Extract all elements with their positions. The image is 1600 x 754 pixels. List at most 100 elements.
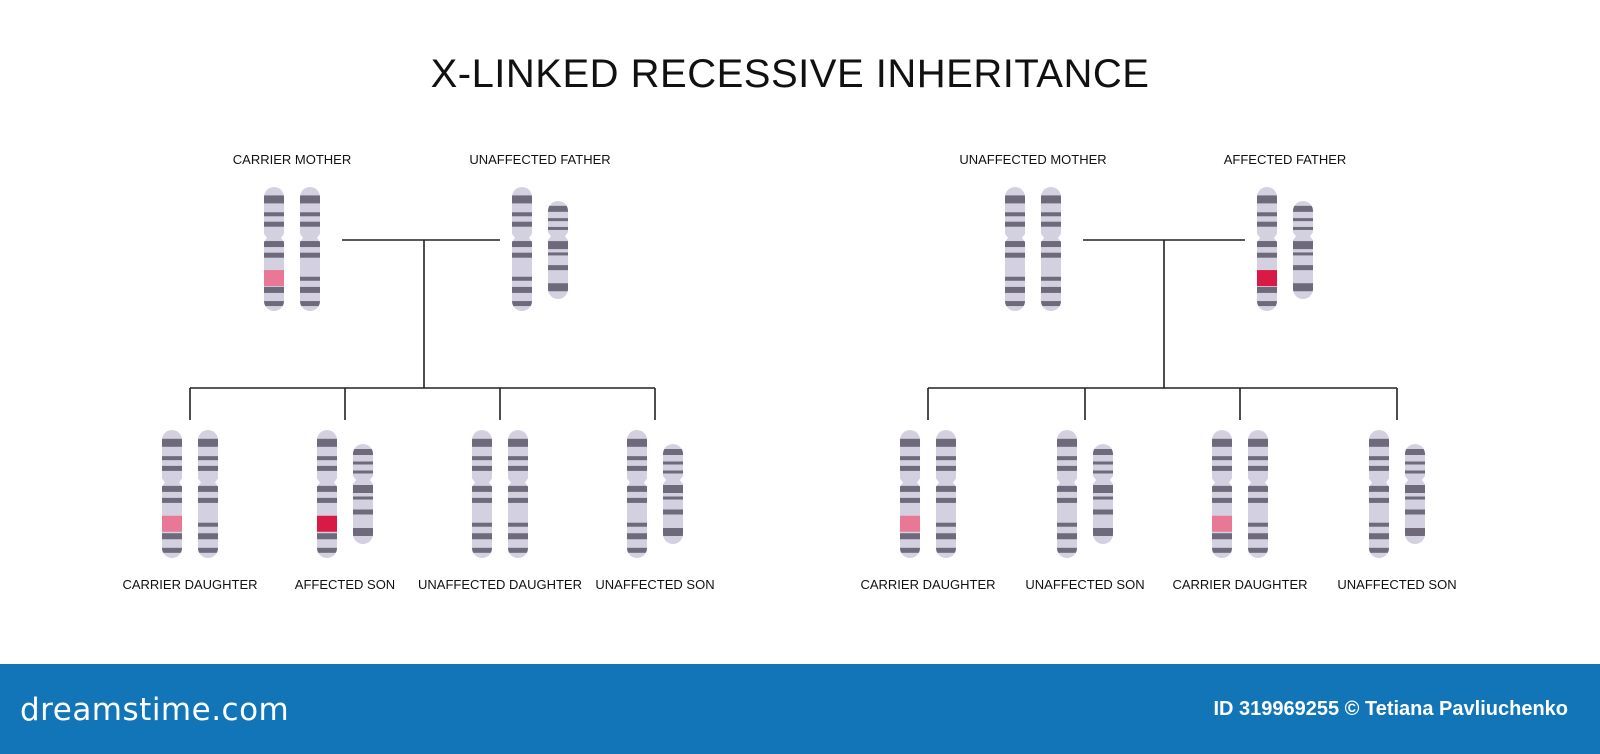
band bbox=[198, 533, 218, 540]
band bbox=[1005, 195, 1025, 204]
band bbox=[512, 286, 532, 293]
x-chromosome bbox=[198, 430, 218, 558]
band bbox=[1405, 485, 1425, 493]
band bbox=[472, 485, 492, 492]
brand-logo[interactable]: dreamstime.com bbox=[20, 692, 290, 728]
band bbox=[1041, 221, 1061, 227]
band bbox=[1057, 497, 1077, 503]
band bbox=[353, 485, 373, 493]
band bbox=[353, 449, 373, 455]
band bbox=[1212, 497, 1232, 503]
band bbox=[317, 533, 337, 540]
parent-label: CARRIER MOTHER bbox=[233, 152, 351, 167]
band bbox=[663, 470, 683, 474]
chromatid bbox=[353, 444, 373, 544]
band bbox=[1405, 509, 1425, 515]
band bbox=[508, 465, 528, 471]
x-chromosome bbox=[936, 430, 956, 558]
band bbox=[1093, 470, 1113, 474]
band bbox=[264, 241, 284, 248]
band bbox=[1293, 283, 1313, 292]
band bbox=[1093, 485, 1113, 493]
band bbox=[663, 509, 683, 515]
x-chromosome bbox=[1248, 430, 1268, 558]
band bbox=[1293, 252, 1313, 256]
band bbox=[1212, 465, 1232, 471]
x-chromosome bbox=[1212, 430, 1232, 558]
band bbox=[1041, 286, 1061, 293]
chromatid bbox=[1405, 444, 1425, 544]
band bbox=[1369, 485, 1389, 492]
child-label: UNAFFECTED DAUGHTER bbox=[418, 577, 582, 592]
band bbox=[1005, 301, 1025, 307]
band bbox=[264, 252, 284, 258]
band bbox=[900, 497, 920, 503]
child-label: UNAFFECTED SON bbox=[595, 577, 714, 592]
band bbox=[1093, 461, 1113, 465]
band bbox=[317, 497, 337, 503]
band bbox=[1212, 533, 1232, 540]
band bbox=[508, 456, 528, 461]
gene-marker bbox=[900, 515, 920, 532]
band bbox=[1405, 461, 1425, 465]
child-label: CARRIER DAUGHTER bbox=[1172, 577, 1307, 592]
band bbox=[1248, 465, 1268, 471]
band bbox=[1093, 449, 1113, 455]
band bbox=[1369, 547, 1389, 553]
x-chromosome bbox=[1369, 430, 1389, 558]
band bbox=[472, 533, 492, 540]
band bbox=[198, 465, 218, 471]
band bbox=[162, 533, 182, 540]
band bbox=[548, 283, 568, 292]
band bbox=[512, 195, 532, 204]
child-label: AFFECTED SON bbox=[295, 577, 395, 592]
band bbox=[1005, 252, 1025, 258]
x-chromosome bbox=[512, 187, 532, 311]
child-label: CARRIER DAUGHTER bbox=[122, 577, 257, 592]
band bbox=[1293, 205, 1313, 212]
band bbox=[936, 547, 956, 553]
band bbox=[508, 533, 528, 540]
band bbox=[264, 212, 284, 217]
band bbox=[900, 438, 920, 447]
x-chromosome bbox=[1005, 187, 1025, 311]
band bbox=[1041, 195, 1061, 204]
band bbox=[548, 265, 568, 271]
x-chromosome bbox=[1041, 187, 1061, 311]
y-chromosome bbox=[1405, 444, 1425, 544]
band bbox=[1041, 241, 1061, 248]
band bbox=[198, 485, 218, 492]
band bbox=[353, 509, 373, 515]
band bbox=[936, 497, 956, 503]
band bbox=[472, 522, 492, 527]
y-chromosome bbox=[1293, 201, 1313, 299]
band bbox=[512, 221, 532, 227]
footer-bar: dreamstime.com ID 319969255 © Tetiana Pa… bbox=[0, 664, 1600, 754]
band bbox=[1057, 533, 1077, 540]
y-chromosome bbox=[1093, 444, 1113, 544]
band bbox=[1293, 226, 1313, 230]
x-chromosome bbox=[900, 430, 920, 558]
band bbox=[1057, 485, 1077, 492]
band bbox=[198, 497, 218, 503]
band bbox=[1057, 465, 1077, 471]
band bbox=[1041, 301, 1061, 307]
band bbox=[627, 456, 647, 461]
band bbox=[508, 497, 528, 503]
chromatid bbox=[1293, 201, 1313, 299]
band bbox=[1369, 497, 1389, 503]
band bbox=[162, 456, 182, 461]
band bbox=[508, 438, 528, 447]
band bbox=[198, 522, 218, 527]
band bbox=[300, 276, 320, 281]
band bbox=[1369, 438, 1389, 447]
band bbox=[1248, 547, 1268, 553]
parent-label: AFFECTED FATHER bbox=[1224, 152, 1347, 167]
band bbox=[317, 485, 337, 492]
y-chromosome bbox=[663, 444, 683, 544]
band bbox=[300, 286, 320, 293]
band bbox=[1405, 470, 1425, 474]
band bbox=[1369, 522, 1389, 527]
band bbox=[1405, 496, 1425, 500]
band bbox=[1057, 438, 1077, 447]
